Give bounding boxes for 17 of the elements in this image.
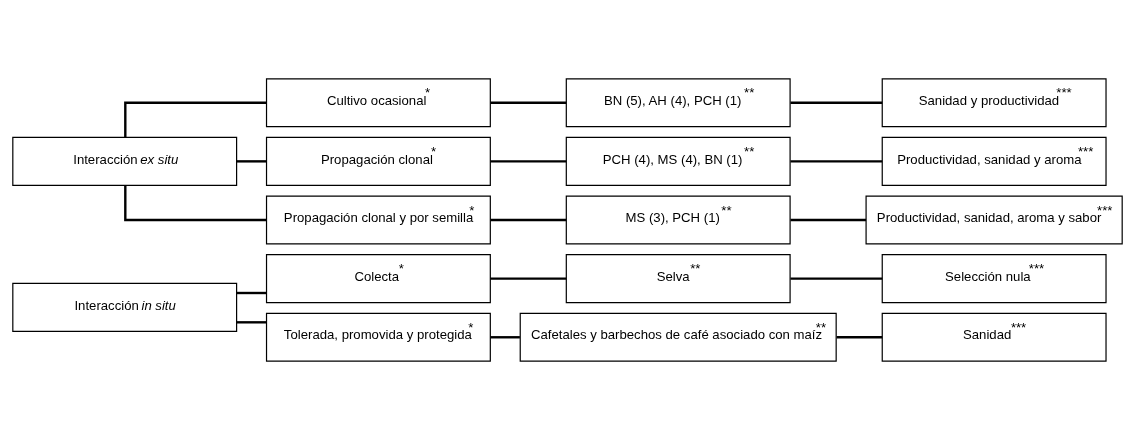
connector — [236, 291, 267, 295]
connector — [790, 218, 867, 222]
connector — [490, 218, 567, 222]
connector — [124, 101, 267, 138]
connector — [236, 160, 267, 163]
node-box: Interacción ex situ — [12, 136, 238, 186]
node-box: Interacción in situ — [12, 282, 238, 332]
connector — [490, 160, 567, 163]
connector — [836, 336, 883, 339]
connector — [790, 160, 883, 163]
connector — [490, 277, 567, 280]
connector — [124, 185, 267, 222]
connector — [790, 277, 883, 280]
connector — [490, 101, 567, 104]
connector — [236, 321, 267, 324]
connector — [490, 336, 520, 339]
connector — [790, 101, 883, 104]
